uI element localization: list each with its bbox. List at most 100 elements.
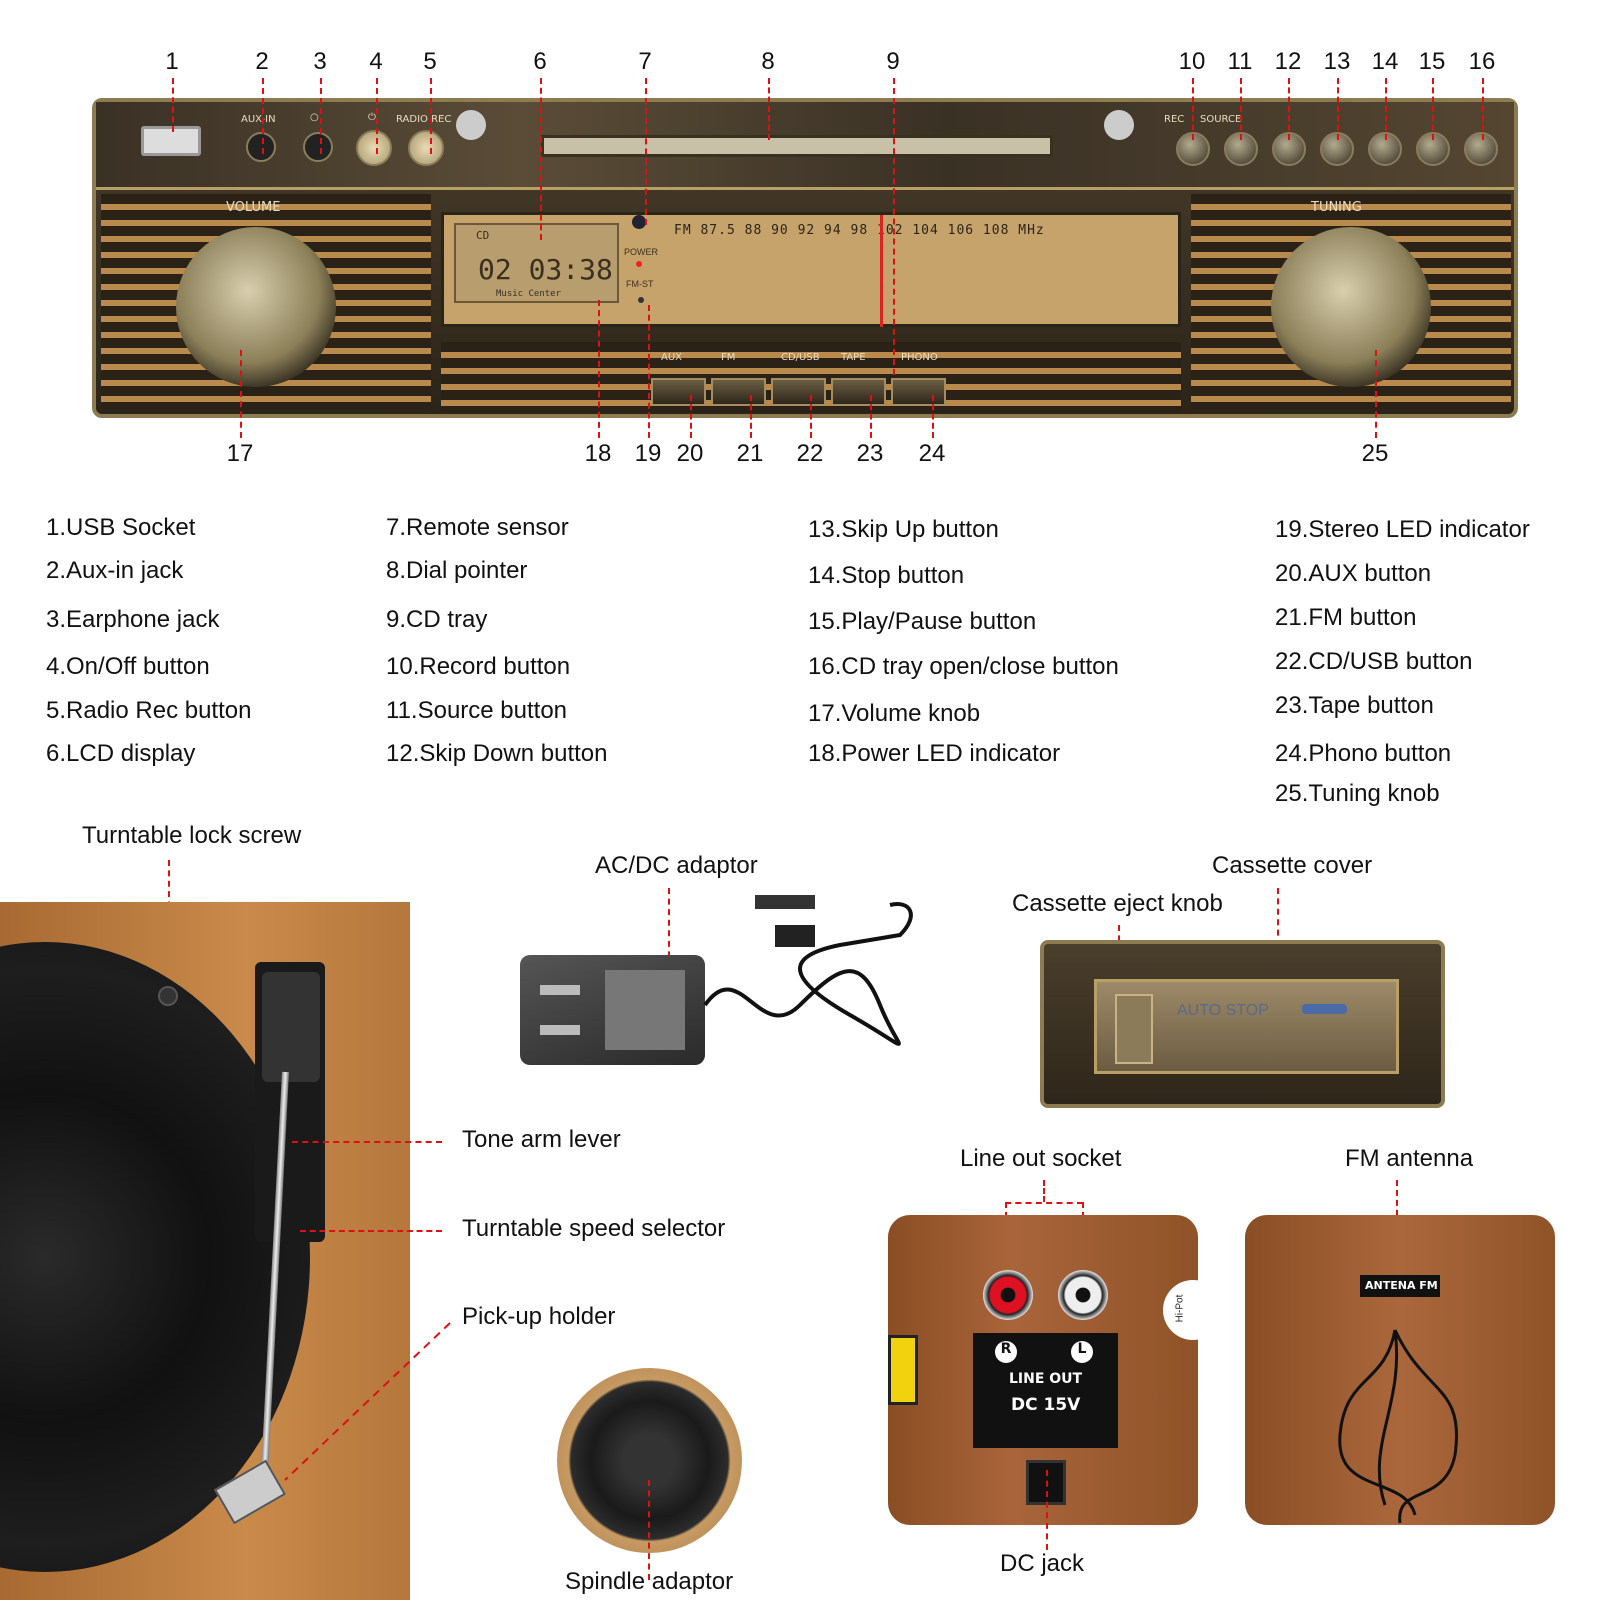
callout-line-13 — [1337, 78, 1339, 140]
legend-item: 12.Skip Down button — [386, 740, 608, 767]
speed-selector-label: Turntable speed selector — [462, 1215, 726, 1242]
headphone-icon: ○ — [310, 112, 319, 123]
rca-l-socket[interactable] — [1058, 1270, 1108, 1320]
cd-tray-open-right-icon — [1104, 110, 1134, 140]
power-led — [636, 261, 642, 267]
callout-line-7 — [645, 78, 647, 225]
callout-number-10: 10 — [1178, 48, 1206, 75]
dial-pointer — [880, 215, 883, 327]
aux-in-label: AUX-IN — [241, 114, 276, 125]
callout-line-17 — [240, 350, 242, 438]
function-label-cd-usb: CD/USB — [781, 352, 820, 363]
legend-item: 23.Tape button — [1275, 692, 1434, 719]
callout-line-22 — [810, 395, 812, 438]
line-out-pointer — [1043, 1180, 1045, 1202]
legend-item: 13.Skip Up button — [808, 516, 999, 543]
callout-number-4: 4 — [369, 48, 383, 75]
callout-number-17: 17 — [226, 440, 254, 467]
function-button-cd-usb[interactable] — [771, 378, 826, 406]
antenna-label-plate — [1360, 1275, 1440, 1297]
aux-in-jack[interactable] — [246, 132, 276, 162]
radio-rec-button[interactable] — [408, 130, 444, 166]
on-off-button[interactable] — [356, 130, 392, 166]
legend-item: 8.Dial pointer — [386, 557, 528, 584]
callout-number-15: 15 — [1418, 48, 1446, 75]
callout-number-11: 11 — [1227, 48, 1253, 75]
legend-item: 14.Stop button — [808, 562, 965, 589]
pickup-holder-pointer — [284, 1322, 451, 1481]
antena-fm-text: ANTENA FM — [1365, 1279, 1438, 1292]
ac-dc-adaptor-label: AC/DC adaptor — [595, 852, 758, 879]
cd-open-close-button[interactable] — [1464, 132, 1498, 166]
callout-line-8 — [768, 78, 770, 140]
legend-item: 21.FM button — [1275, 604, 1417, 631]
earphone-jack[interactable] — [303, 132, 333, 162]
callout-line-3 — [320, 78, 322, 154]
legend-item: 5.Radio Rec button — [46, 697, 252, 724]
remote-sensor — [632, 215, 646, 229]
legend-item: 25.Tuning knob — [1275, 780, 1440, 807]
music-center-label: Music Center — [496, 289, 562, 299]
hi-pot-text: Hi-Pot — [1174, 1294, 1186, 1323]
callout-number-13: 13 — [1323, 48, 1351, 75]
callout-line-10 — [1192, 78, 1194, 140]
lock-screw — [158, 986, 178, 1006]
speed-selector-pointer — [300, 1230, 442, 1232]
tonearm-counterweight — [262, 972, 320, 1082]
callout-number-23: 23 — [856, 440, 884, 467]
callout-number-19: 19 — [634, 440, 662, 467]
fm-st-label: FM-ST — [626, 279, 654, 289]
yellow-sticker — [888, 1335, 918, 1405]
legend-item: 11.Source button — [386, 697, 568, 724]
volume-knob[interactable] — [176, 227, 336, 387]
legend-item: 10.Record button — [386, 653, 571, 680]
pickup-holder-label: Pick-up holder — [462, 1303, 616, 1330]
function-button-tape[interactable] — [831, 378, 886, 406]
tone-arm-lever-label: Tone arm lever — [462, 1126, 621, 1153]
callout-number-7: 7 — [638, 48, 652, 75]
cd-tray[interactable] — [541, 135, 1053, 157]
function-label-phono: PHONO — [901, 352, 938, 363]
rca-r-socket[interactable] — [983, 1270, 1033, 1320]
callout-number-8: 8 — [761, 48, 775, 75]
callout-number-22: 22 — [796, 440, 824, 467]
dc-jack-pointer — [1046, 1470, 1048, 1550]
legend-item: 19.Stereo LED indicator — [1275, 516, 1530, 543]
legend-item: 16.CD tray open/close button — [808, 653, 1119, 680]
cassette-cover-label: Cassette cover — [1212, 852, 1373, 879]
lcd-time: 02 03:38 — [478, 253, 613, 286]
adaptor-photo — [520, 955, 705, 1065]
legend-item: 17.Volume knob — [808, 700, 981, 727]
stereo-led — [638, 297, 644, 303]
line-out-photo: R L LINE OUT DC 15V Hi-Pot — [888, 1215, 1198, 1525]
tuning-label: TUNING — [1311, 200, 1362, 215]
usb-socket[interactable] — [141, 126, 201, 156]
callout-line-11 — [1240, 78, 1242, 140]
cassette-eject-knob-label: Cassette eject knob — [1012, 890, 1223, 917]
function-button-fm[interactable] — [711, 378, 766, 406]
spindle-adaptor-label: Spindle adaptor — [565, 1568, 734, 1595]
r-badge: R — [995, 1341, 1017, 1363]
source-label: SOURCE — [1200, 114, 1242, 125]
legend-item: 3.Earphone jack — [46, 606, 220, 633]
spindle-pointer — [648, 1480, 650, 1580]
function-button-phono[interactable] — [891, 378, 946, 406]
auto-stop-text: AUTO STOP — [1177, 1002, 1269, 1019]
fm-antenna-label: FM antenna — [1345, 1145, 1474, 1172]
tuning-knob[interactable] — [1271, 227, 1431, 387]
auto-stop-indicator — [1302, 1004, 1347, 1014]
radio-rec-label: RADIO REC — [396, 114, 452, 125]
callout-line-6 — [540, 78, 542, 240]
line-out-plate: R L LINE OUT DC 15V — [973, 1333, 1118, 1448]
eject-knob[interactable] — [1115, 994, 1153, 1064]
callout-number-21: 21 — [736, 440, 764, 467]
cassette-deck-photo: AUTO STOP — [1040, 940, 1445, 1108]
function-button-aux[interactable] — [651, 378, 706, 406]
legend-item: 2.Aux-in jack — [46, 557, 184, 584]
cd-tray-open-left-icon — [456, 110, 486, 140]
cassette-window: AUTO STOP — [1094, 979, 1399, 1074]
callout-number-18: 18 — [584, 440, 612, 467]
legend-item: 9.CD tray — [386, 606, 488, 633]
radio-dial: CD 02 03:38 Music Center POWER FM-ST FM … — [441, 212, 1181, 327]
dial-scale: FM 87.5 88 90 92 94 98 102 104 106 108 M… — [674, 223, 1045, 238]
